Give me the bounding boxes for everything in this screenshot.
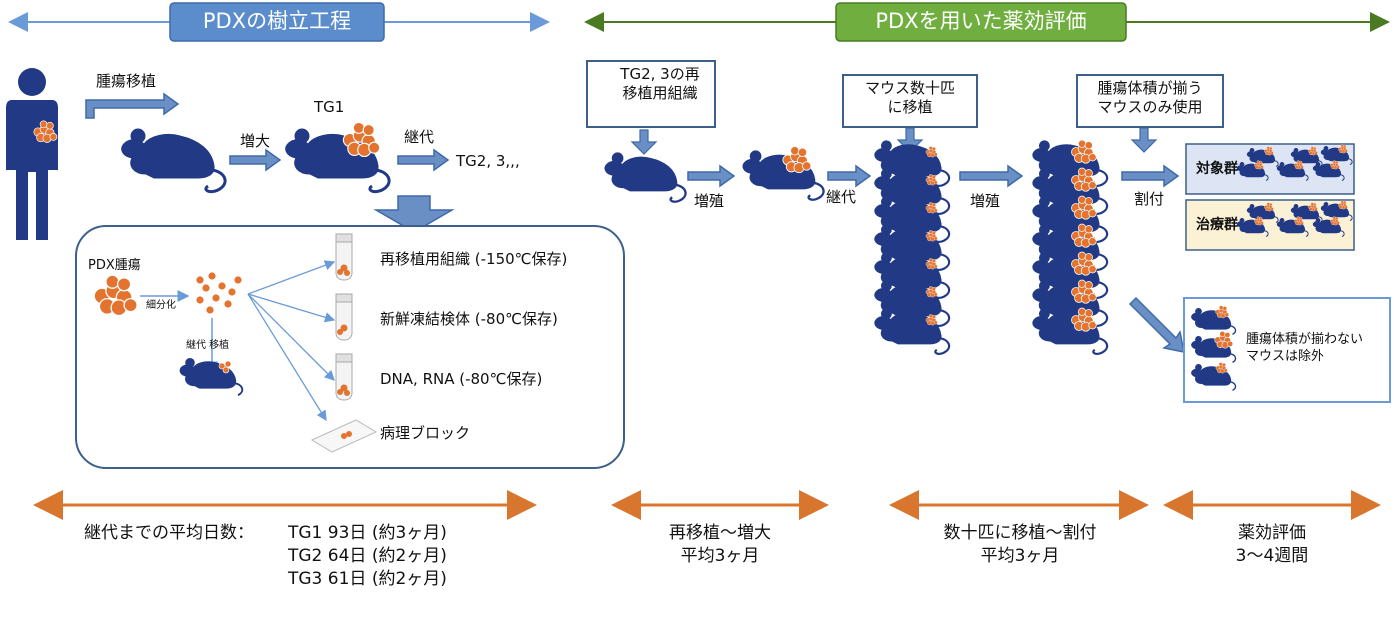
slide-icon bbox=[310, 419, 378, 453]
passage-arrow-left bbox=[397, 148, 450, 172]
tumor-fragments-icon bbox=[195, 271, 243, 315]
grow2-label: 増殖 bbox=[970, 192, 1001, 210]
control-group-label: 対象群 bbox=[1196, 161, 1238, 177]
timeline-row-tg2: TG2 64日 (約2ヶ月) bbox=[288, 545, 447, 566]
timeline-seg4-label: 薬効評価 3～4週間 bbox=[1235, 523, 1309, 566]
timeline-row-tg1: TG1 93日 (約3ヶ月) bbox=[288, 523, 447, 543]
passage-arrow-right bbox=[827, 164, 872, 188]
down-arrow bbox=[373, 195, 455, 233]
passage-mouse-tumor bbox=[218, 360, 232, 374]
pdx-tumor-label: PDX腫瘍 bbox=[88, 258, 141, 273]
treatment-group-label: 治療群 bbox=[1196, 217, 1238, 233]
uniform-box-down-arrow bbox=[1130, 127, 1158, 153]
output-pathology-block: 病理ブロック bbox=[380, 424, 471, 442]
passage-implant-label: 継代 移植 bbox=[186, 340, 230, 351]
grow1-arrow bbox=[687, 164, 736, 188]
header-evaluation: PDXを用いた薬効評価 bbox=[875, 9, 1087, 33]
header-right-box bbox=[835, 2, 1127, 42]
exclude-arrow bbox=[1128, 296, 1185, 353]
fan-arrow-2 bbox=[247, 293, 336, 323]
implant-label: 腫瘍移植 bbox=[96, 72, 157, 90]
implant-arrow bbox=[85, 92, 180, 119]
timeline-seg2-label: 再移植～増大 平均3ヶ月 bbox=[669, 523, 771, 566]
timeline-row-tg3: TG3 61日 (約2ヶ月) bbox=[288, 568, 447, 589]
tg1-label: TG1 bbox=[314, 98, 345, 116]
header-establishment: PDXの樹立工程 bbox=[202, 9, 352, 33]
mice-implant-box: マウス数十匹 に移植 bbox=[842, 74, 978, 128]
reimplant-down-arrow bbox=[630, 129, 658, 155]
reimplant-tissue-box: TG2, 3の再 移植用組織 bbox=[586, 60, 716, 128]
passage-label-right: 継代 bbox=[826, 188, 857, 206]
vial-icon-1 bbox=[335, 233, 353, 281]
timeline-seg3-label: 数十匹に移植～割付 平均3ヶ月 bbox=[943, 523, 1097, 566]
output-reimplant-tissue: 再移植用組織 (-150℃保存) bbox=[380, 250, 568, 268]
header-left-box bbox=[169, 2, 385, 42]
detail-panel bbox=[75, 225, 625, 469]
uniform-volume-box: 腫瘍体積が揃う マウスのみ使用 bbox=[1076, 74, 1224, 128]
output-fresh-frozen: 新鮮凍結検体 (-80℃保存) bbox=[380, 310, 558, 328]
passage-label-left: 継代 bbox=[404, 128, 435, 146]
fan-arrow-1 bbox=[247, 260, 336, 295]
tg-next-label: TG2, 3,,, bbox=[456, 152, 520, 170]
expand-label: 増大 bbox=[240, 132, 271, 150]
expand-arrow bbox=[229, 148, 282, 172]
fragment-label: 細分化 bbox=[146, 300, 176, 311]
grow2-arrow bbox=[959, 164, 1024, 188]
fan-arrow-3 bbox=[247, 293, 335, 381]
grow1-label: 増殖 bbox=[694, 192, 725, 210]
assign-label: 割付 bbox=[1134, 190, 1165, 208]
vial-icon-2 bbox=[335, 293, 353, 341]
timeline-left-rows: TG1 93日 (約3ヶ月) TG2 64日 (約2ヶ月) TG3 61日 (約… bbox=[288, 522, 447, 591]
timeline-left-prefix: 継代までの平均日数： bbox=[84, 523, 254, 543]
assign-arrow bbox=[1121, 164, 1180, 188]
output-dna-rna: DNA, RNA (-80℃保存) bbox=[380, 370, 543, 388]
excluded-text: 腫瘍体積が揃わない マウスは除外 bbox=[1246, 332, 1364, 364]
vial-icon-3 bbox=[335, 353, 353, 401]
fan-arrow-4 bbox=[247, 293, 327, 422]
